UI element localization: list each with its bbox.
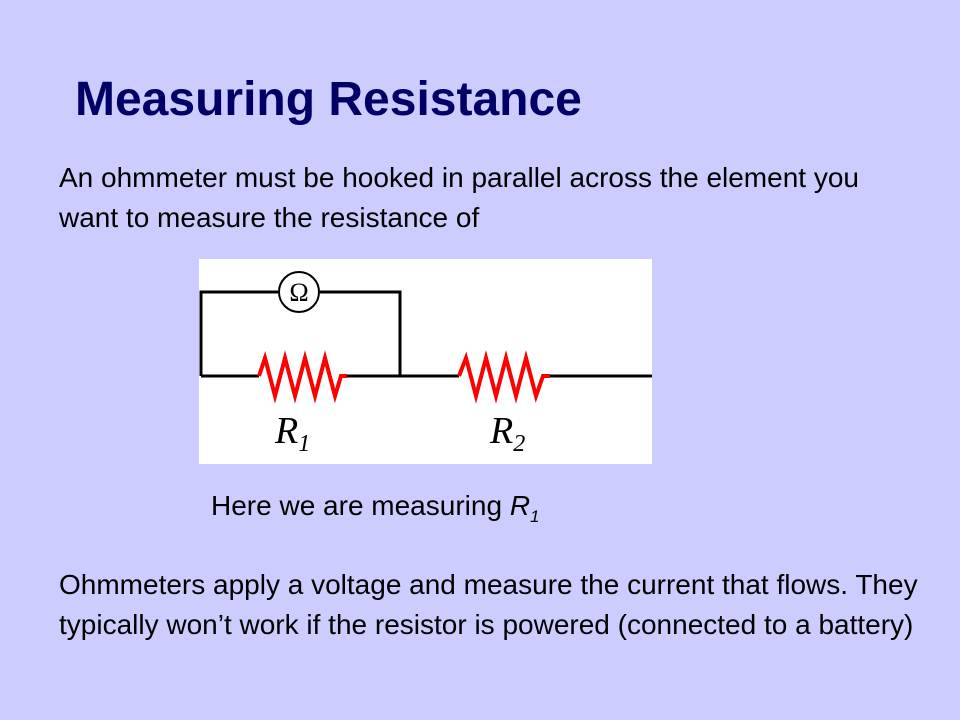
r2-label: R2 [489, 410, 525, 457]
r1-label: R1 [274, 410, 310, 457]
slide-title: Measuring Resistance [75, 73, 582, 126]
meter-loop-wire-right [320, 290, 402, 376]
circuit-diagram: Ω R1 R2 [199, 259, 652, 464]
caption-subscript: 1 [530, 507, 540, 526]
meter-loop-wire [199, 290, 278, 376]
resistor-r1-icon [257, 350, 347, 404]
resistor-r2-icon [457, 350, 550, 404]
diagram-caption: Here we are measuring R1 [211, 486, 540, 526]
ohmmeter-symbol: Ω [289, 278, 308, 307]
caption-text: Here we are measuring [211, 490, 510, 521]
caption-variable: R [509, 490, 531, 521]
intro-text: An ohmmeter must be hooked in parallel a… [59, 162, 859, 233]
ohmmeter-icon: Ω [278, 271, 320, 313]
outro-text: Ohmmeters apply a voltage and measure th… [59, 569, 918, 640]
